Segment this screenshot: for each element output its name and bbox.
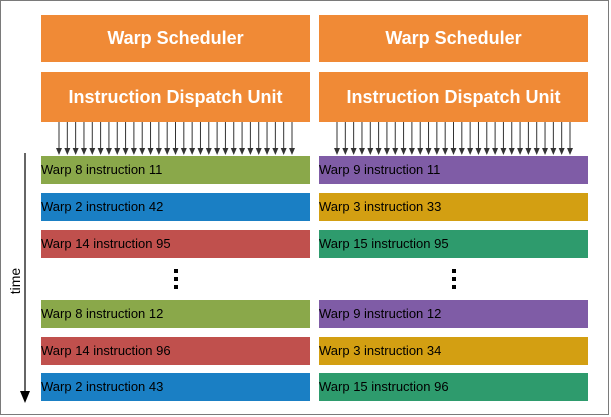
dispatch-arrowhead	[367, 148, 374, 155]
instruction-right-1: Warp 9 instruction 11	[319, 156, 588, 184]
instruction-dispatch-unit-right: Instruction Dispatch Unit	[319, 72, 588, 122]
dispatch-arrowhead	[442, 148, 449, 155]
dispatch-arrowhead	[450, 148, 457, 155]
dispatch-arrowhead	[458, 148, 465, 155]
dispatch-arrowhead	[122, 148, 129, 155]
dispatch-arrowhead	[475, 148, 482, 155]
instruction-dispatch-unit-left: Instruction Dispatch Unit	[41, 72, 310, 122]
instruction-left-6: Warp 2 instruction 43	[41, 373, 310, 401]
dispatch-arrowhead	[114, 148, 121, 155]
dispatch-arrowhead	[492, 148, 499, 155]
dispatch-arrowhead	[255, 148, 262, 155]
instruction-right-3: Warp 15 instruction 95	[319, 230, 588, 258]
dispatch-arrowhead	[280, 148, 287, 155]
dispatch-arrowhead	[342, 148, 349, 155]
instruction-right-2: Warp 3 instruction 33	[319, 193, 588, 221]
dispatch-arrowhead	[375, 148, 382, 155]
dispatch-arrowhead	[508, 148, 515, 155]
instruction-right-5: Warp 3 instruction 34	[319, 337, 588, 365]
dispatch-arrowhead	[417, 148, 424, 155]
dispatch-arrowhead	[214, 148, 221, 155]
dispatch-arrowhead	[89, 148, 96, 155]
time-axis-label: time	[7, 267, 23, 295]
dispatch-arrowhead	[172, 148, 179, 155]
instruction-left-4: Warp 8 instruction 12	[41, 300, 310, 328]
dispatch-arrowhead	[155, 148, 162, 155]
instruction-left-3: Warp 14 instruction 95	[41, 230, 310, 258]
dispatch-arrowhead	[517, 148, 524, 155]
dispatch-arrowhead	[289, 148, 295, 155]
warp-scheduler-left: Warp Scheduler	[41, 15, 310, 62]
dispatch-arrowhead	[525, 148, 532, 155]
dispatch-arrowhead	[247, 148, 254, 155]
dispatch-arrowhead	[139, 148, 146, 155]
ellipsis-dots-left	[41, 267, 310, 297]
dispatch-arrowhead	[64, 148, 71, 155]
dispatch-arrowhead	[542, 148, 549, 155]
dispatch-arrowhead	[130, 148, 137, 155]
dispatch-arrowhead	[550, 148, 557, 155]
warp-scheduler-right: Warp Scheduler	[319, 15, 588, 62]
dispatch-arrowhead	[350, 148, 357, 155]
dispatch-arrowhead	[425, 148, 432, 155]
dispatch-arrowhead	[408, 148, 415, 155]
instruction-right-4: Warp 9 instruction 12	[319, 300, 588, 328]
ellipsis-dots-right	[319, 267, 588, 297]
dispatch-arrowhead	[272, 148, 279, 155]
dispatch-arrowhead	[264, 148, 271, 155]
dispatch-arrowhead	[56, 148, 62, 155]
dispatch-arrowhead	[533, 148, 540, 155]
dispatch-arrowhead	[239, 148, 246, 155]
instruction-left-2: Warp 2 instruction 42	[41, 193, 310, 221]
dispatch-arrowhead	[483, 148, 490, 155]
instruction-left-5: Warp 14 instruction 96	[41, 337, 310, 365]
dispatch-arrowhead	[197, 148, 204, 155]
dispatch-arrowhead	[80, 148, 87, 155]
dispatch-arrowhead	[164, 148, 171, 155]
dispatch-arrowhead	[433, 148, 440, 155]
dispatch-arrowhead	[205, 148, 212, 155]
dispatch-arrows-right	[334, 122, 573, 155]
time-axis-arrow	[15, 153, 35, 405]
dispatch-arrowhead	[358, 148, 365, 155]
dispatch-arrowhead	[180, 148, 187, 155]
dispatch-arrowhead	[72, 148, 79, 155]
dispatch-arrowhead	[558, 148, 565, 155]
dispatch-arrowhead	[147, 148, 154, 155]
dispatch-arrowhead	[400, 148, 407, 155]
dispatch-arrowhead	[222, 148, 229, 155]
dispatch-arrows-left	[56, 122, 295, 155]
dispatch-arrowhead	[500, 148, 507, 155]
dispatch-arrowhead	[97, 148, 104, 155]
instruction-right-6: Warp 15 instruction 96	[319, 373, 588, 401]
dispatch-arrowhead	[467, 148, 474, 155]
instruction-left-1: Warp 8 instruction 11	[41, 156, 310, 184]
dispatch-arrowhead	[189, 148, 196, 155]
dispatch-arrowhead	[105, 148, 112, 155]
dispatch-arrowhead	[334, 148, 340, 155]
dispatch-arrowhead	[567, 148, 573, 155]
dispatch-arrowhead	[383, 148, 390, 155]
dispatch-arrowhead	[392, 148, 399, 155]
dispatch-arrowhead	[230, 148, 237, 155]
